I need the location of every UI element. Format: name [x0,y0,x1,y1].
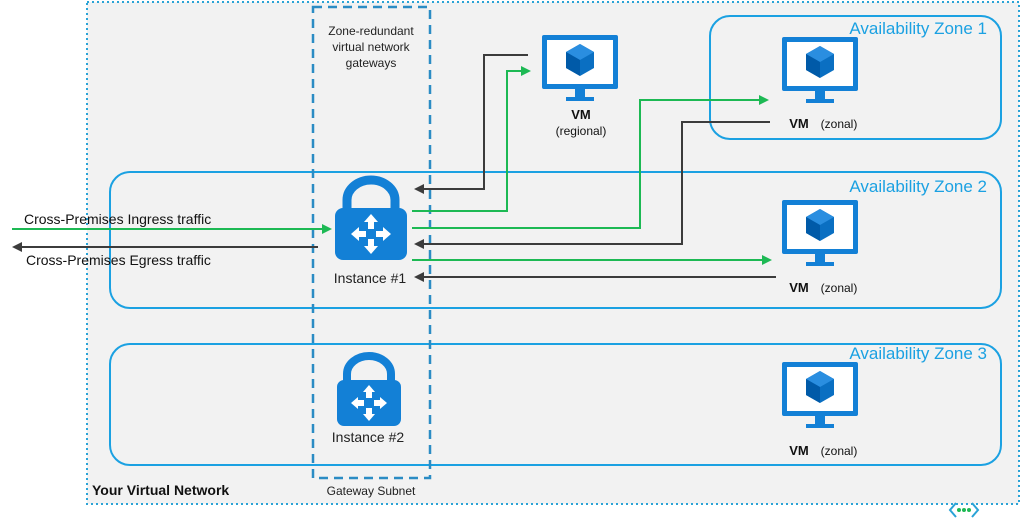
vm-zone-2-name: VM [789,280,809,295]
chevron-dots-icon[interactable] [948,502,980,518]
vm-zone-1-name: VM [789,116,809,131]
gateway-instance-1-icon [335,175,407,260]
flow-to-vm-regional [412,66,531,212]
vm-zone-1-kind: (zonal) [821,117,858,131]
availability-zone-1-label: Availability Zone 1 [849,19,987,38]
vm-zone-3-icon [782,362,858,428]
vm-zone-3-name: VM [789,443,809,458]
flow-from-vm-zone-1 [414,121,770,249]
gateway-title-line-3: gateways [346,56,397,70]
gateway-subnet-boundary [311,5,432,480]
availability-zone-3 [109,343,1002,466]
gateway-instance-2-icon [337,352,401,426]
gateway-subnet-label: Gateway Subnet [327,484,416,498]
ingress-traffic-label: Cross-Premises Ingress traffic [24,211,211,227]
vm-regional-name: VM [571,107,591,122]
availability-zone-2 [109,171,1002,309]
gateway-title-line-2: virtual network [332,40,410,54]
flow-to-vm-zone-1 [412,95,769,229]
egress-traffic-label: Cross-Premises Egress traffic [26,252,211,268]
vm-regional-icon [542,35,618,101]
vm-regional-kind: (regional) [556,124,607,138]
availability-zone-3-label: Availability Zone 3 [849,344,987,363]
gateway-title-line-1: Zone-redundant [328,24,414,38]
gateway-instance-2-label: Instance #2 [332,429,405,445]
flow-from-vm-regional [414,54,528,194]
gateway-instance-1-label: Instance #1 [334,270,407,286]
virtual-network-label: Your Virtual Network [92,482,229,498]
vm-zone-2-kind: (zonal) [821,281,858,295]
availability-zone-2-label: Availability Zone 2 [849,177,987,196]
vm-zone-1-icon [782,37,858,103]
availability-zone-1 [709,15,1002,140]
vm-zone-3-kind: (zonal) [821,444,858,458]
vm-zone-2-icon [782,200,858,266]
